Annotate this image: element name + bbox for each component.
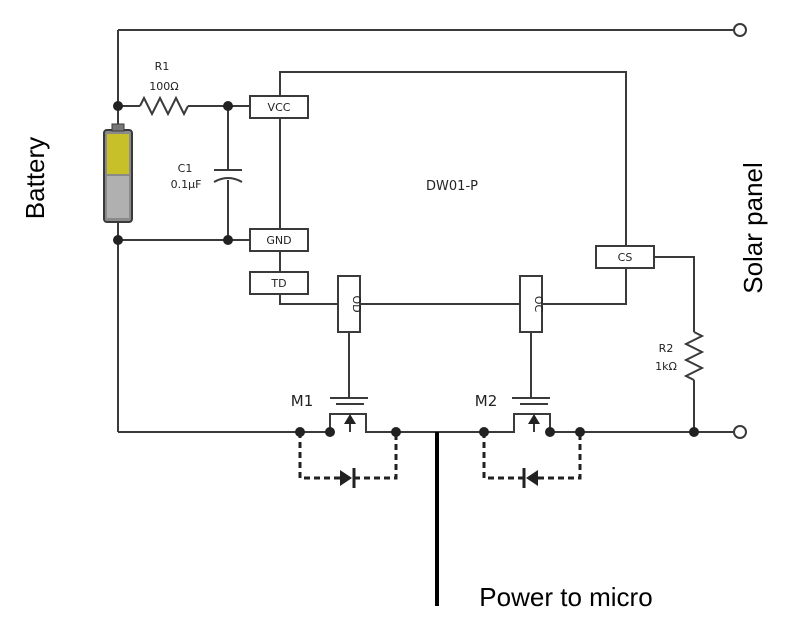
c1-value: 0.1μF	[171, 178, 202, 191]
pin-gnd: GND	[249, 228, 309, 252]
m1-mosfet	[300, 397, 396, 433]
junction-dots	[113, 101, 699, 437]
m2-mosfet	[484, 397, 580, 433]
top-terminal	[733, 23, 747, 37]
r1-value: 100Ω	[149, 80, 178, 93]
r2-resistor	[683, 331, 705, 381]
r1-name: R1	[155, 60, 170, 73]
pin-td: TD	[249, 271, 309, 295]
ic-label: DW01-P	[426, 179, 478, 194]
pin-od: OD	[337, 275, 363, 333]
m2-diode	[522, 468, 538, 488]
c1-name: C1	[178, 162, 193, 175]
c1-plate-bottom	[213, 177, 243, 183]
solar-panel-label: Solar panel	[738, 162, 768, 294]
r1-resistor	[139, 95, 189, 117]
pin-td-label: TD	[270, 277, 286, 290]
m2-diode-path	[482, 432, 582, 480]
power-to-micro-label: Power to micro	[479, 582, 652, 612]
m1-diode-path	[298, 432, 398, 480]
r2-value: 1kΩ	[655, 360, 677, 373]
r2-name: R2	[659, 342, 674, 355]
pin-od-label: OD	[350, 295, 363, 312]
pin-cs: CS	[595, 245, 655, 269]
m2-label: M2	[475, 392, 498, 410]
pin-cs-label: CS	[618, 251, 633, 264]
battery-symbol	[103, 123, 133, 223]
m1-label: M1	[291, 392, 314, 410]
battery-label: Battery	[20, 137, 50, 219]
pin-vcc-label: VCC	[268, 101, 291, 114]
bottom-terminal	[733, 425, 747, 439]
ic-body	[279, 71, 627, 305]
cs-wire	[654, 256, 695, 332]
pin-gnd-label: GND	[266, 234, 291, 247]
m1-diode	[340, 468, 356, 488]
pin-vcc: VCC	[249, 95, 309, 119]
pin-oc-label: OC	[532, 296, 545, 313]
pin-oc: OC	[519, 275, 545, 333]
